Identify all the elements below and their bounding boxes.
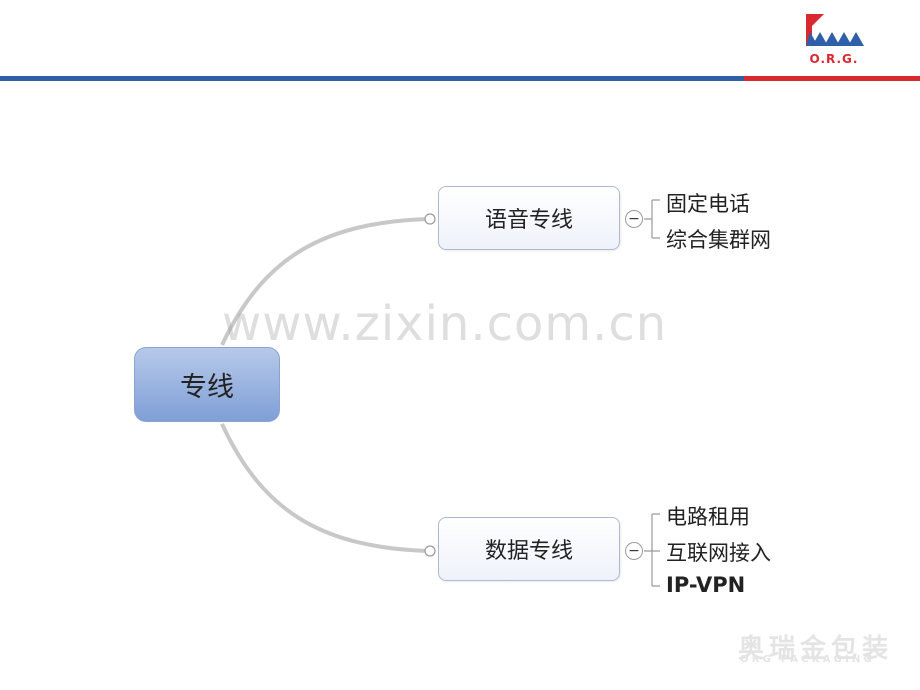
header-bar-red — [744, 76, 920, 81]
branch-node-voice[interactable]: 语音专线 — [438, 186, 620, 250]
mindmap-root-node[interactable]: 专线 — [134, 347, 280, 422]
leaf-node[interactable]: 互联网接入 — [666, 541, 771, 565]
leaf-node[interactable]: 电路租用 — [666, 505, 750, 529]
brand-name-en: ORG PACKAGING — [740, 654, 875, 665]
leaf-node[interactable]: 固定电话 — [666, 192, 750, 216]
header-bar-blue — [0, 76, 744, 81]
collapse-toggle-icon[interactable]: − — [625, 542, 643, 560]
logo-text: O.R.G. — [809, 52, 859, 66]
watermark-text: www.zixin.com.cn — [222, 296, 668, 352]
brand-name-cn: 奥瑞金包装 — [738, 634, 894, 664]
org-logo: O.R.G. — [804, 12, 868, 72]
collapse-toggle-icon[interactable]: − — [625, 210, 643, 228]
leaf-node[interactable]: IP-VPN — [666, 573, 746, 597]
branch-node-data[interactable]: 数据专线 — [438, 517, 620, 581]
leaf-node[interactable]: 综合集群网 — [666, 228, 771, 252]
